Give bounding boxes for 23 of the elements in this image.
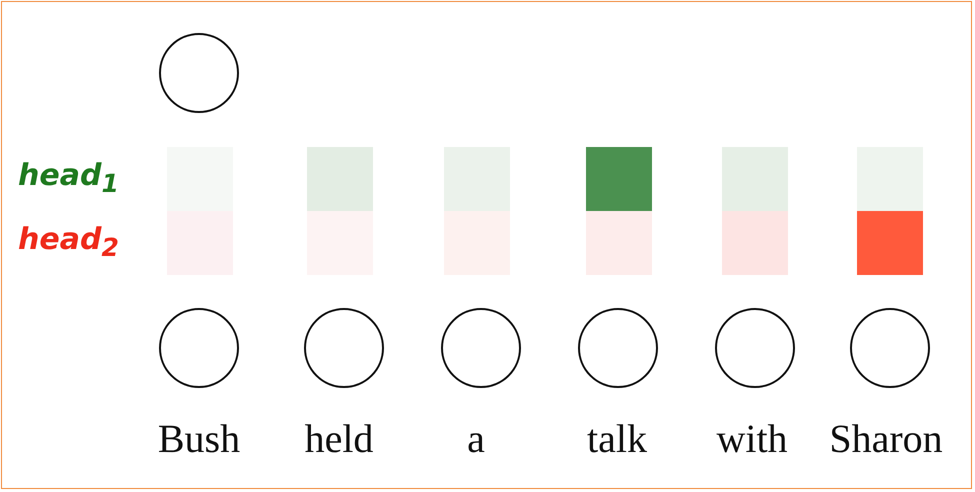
circle-node — [715, 308, 795, 388]
word-label: Sharon — [829, 415, 943, 462]
word-label: talk — [587, 415, 647, 462]
heatmap-cell — [586, 211, 652, 275]
heatmap-cell — [307, 211, 373, 275]
word-label: Bush — [158, 415, 240, 462]
heatmap-cell — [722, 211, 788, 275]
word-label: a — [467, 415, 485, 462]
circle-node — [159, 33, 239, 113]
word-label: with — [716, 415, 788, 462]
heatmap-cell — [586, 147, 652, 211]
word-label: held — [304, 415, 374, 462]
heatmap-cell — [722, 147, 788, 211]
circle-node — [159, 308, 239, 388]
circle-node — [304, 308, 384, 388]
heatmap-cell — [857, 211, 923, 275]
row-label: head$_{2}$ — [18, 222, 119, 262]
circle-node — [441, 308, 521, 388]
heatmap-cell — [307, 147, 373, 211]
heatmap-cell — [857, 147, 923, 211]
circle-node — [850, 308, 930, 388]
circle-node — [578, 308, 658, 388]
row-label: head$_{1}$ — [18, 158, 119, 198]
